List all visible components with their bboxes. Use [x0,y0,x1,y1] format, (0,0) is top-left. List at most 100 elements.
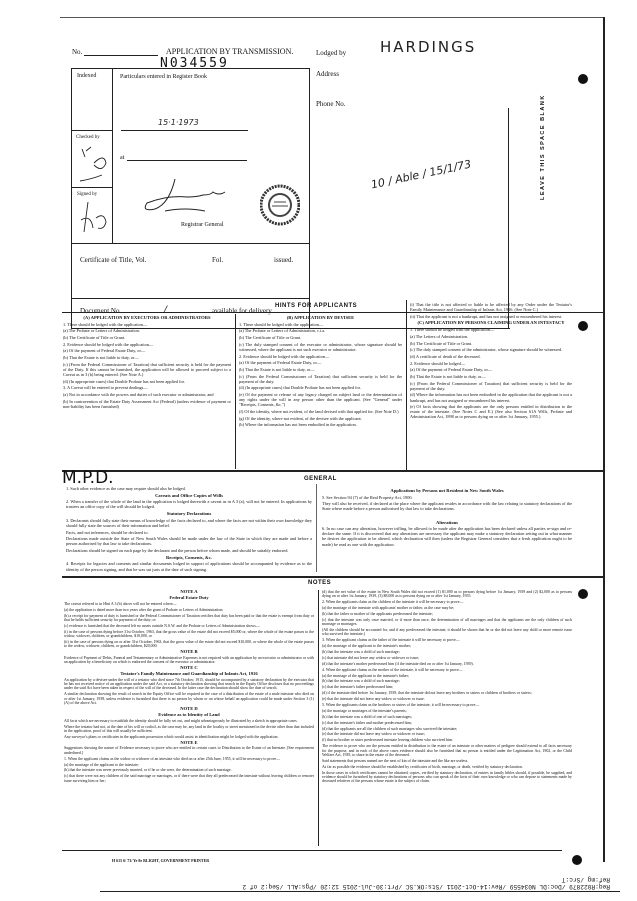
registrar-seal [260,184,300,226]
document-no-value: / [164,305,168,315]
at-line [127,160,247,161]
checked-by-label: Checked by [76,135,100,140]
general-right: Applications by Persons not Resident in … [322,488,572,574]
notes-right: (d) that the net value of the estate in … [322,590,572,846]
paragraph: (a) Of the payment of Federal Estate Dut… [410,367,493,373]
registrar-signature [144,178,226,212]
paragraph: (e) that the intestate did not leave any… [322,697,425,702]
paragraph: (a) the marriage or marriages of the int… [322,708,407,713]
paragraph: Caveats and Office Copies of Wills [155,492,223,498]
general-left: 1. Such other evidence as the case may r… [66,486,312,574]
paragraph: (d) (In appropriate cases) that Double P… [239,385,361,391]
paragraph: (d) Where the information has not been e… [410,392,572,403]
hints-title: HINTS FOR APPLICANTS [275,303,358,309]
registrar-label: Registrar General [181,222,224,228]
divider [71,187,112,188]
paragraph: NOTE B [180,649,198,655]
paragraph: Suggestions showing the nature of Eviden… [64,746,314,755]
paragraph: (c) that there were not any children of … [64,774,314,783]
paragraph: 5. See Section 94 (7) of the Real Proper… [322,494,413,500]
footer-line-2: Ref:mg /Src:T [561,876,610,883]
paragraph: (c) that the intestate was only once mar… [322,617,572,627]
paragraph: 1. Such other evidence as the case may r… [66,486,186,491]
punch-hole [578,589,588,599]
checked-signature [79,146,107,182]
paragraph: (a) The Letters of Administration. [410,333,469,339]
paragraph: 3. Declarants should fully state their m… [66,517,312,528]
paragraph: The caveat referred to in Hint A 3 (b) a… [64,601,177,606]
punch-hole [572,855,582,865]
paragraph: Declarations should be signed on each pa… [66,548,289,554]
paragraph: Where the testator had not, at the date … [64,724,314,733]
no-label: No. [72,48,83,56]
paragraph: (b) that the father or mother of the app… [322,611,433,616]
available-label: available for delivery. [212,307,274,315]
punch-hole [578,74,588,84]
paragraph: (b) that the intestate was a child of on… [322,714,412,719]
divider [406,300,407,470]
no-line [84,55,158,56]
paragraph: (ii) in the case of persons dying on or … [64,639,314,649]
paragraph: (c) that intestate did not leave any wid… [322,655,420,660]
paragraph: 1. When the applicant claims as the wido… [64,756,281,761]
paragraph: 2. Evidence should be lodged with the ap… [239,353,330,359]
paragraph: (i) in the case of persons dying before … [64,629,314,638]
paragraph: 1. There should be lodged with the appli… [239,321,324,327]
paragraph: (e) that the intestate did not leave any… [322,732,425,737]
paragraph: Applications by Persons not Resident in … [390,488,504,493]
lodged-by-label: Lodged by [316,49,347,57]
paragraph: Facts, and not inferences, should be dec… [66,529,149,535]
paragraph: 2. When a transfer of the whole of the l… [66,499,312,510]
paragraph: (c) (From the Federal Commissioner of Ta… [239,373,402,384]
paragraph: Receipts, Consents, &c. [165,554,213,560]
document-number: N034559 [160,56,229,71]
mpd-stamp: M.P.D. [62,468,114,488]
divider [316,484,317,572]
paragraph: The evidence to prove who are the person… [322,744,572,757]
paragraph: 6. In no case can any alteration, howeve… [322,526,572,547]
entry-date: 15·1·1973 [158,118,199,127]
paragraph: As far as possible the evidence should b… [322,764,523,769]
divider [112,68,113,243]
paragraph: 4. Receipts for legacies and consents an… [66,561,312,572]
paragraph: (e) Of the payment or release of any leg… [239,392,402,408]
notes-rule [62,576,603,578]
paragraph: (b) The Certificate of Title or Grant. [410,340,473,346]
paragraph: (h) Where the information has not been e… [239,422,357,428]
paragraph: (g) Of the identity, where not evident, … [239,415,362,421]
paragraph: (C) APPLICATION BY PERSONS CLAIMING UNDE… [417,320,565,326]
paragraph: (a) the marriage of the applicant to the… [322,644,411,649]
top-edge [60,17,603,18]
paragraph: (a) the marriage of the applicant to the… [322,673,410,678]
paragraph: (b) The Certificate of Title or Grant. [63,335,126,341]
paragraph: A similar declaration showing the result… [64,692,314,705]
paragraph: They will also be received, if declared … [322,501,572,512]
paragraph: (b) that the intestate was a child of su… [322,679,400,684]
divider [71,243,310,245]
paragraph: (f) that no brother or sister predecease… [322,738,454,743]
margin-note: 10 / Able / 15/1/73 [369,157,473,192]
punch-hole [578,321,588,331]
fol-label: Fol. [212,256,224,264]
paragraph: Federal Estate Duty [169,594,209,600]
paragraph: (b) That the Estate is not liable to dut… [63,355,139,361]
paragraph: (i) That the title is not affected or li… [410,302,572,313]
at-label: at [120,155,125,161]
bottom-rule [62,850,562,852]
divider [71,298,310,300]
paragraph: Alterations [436,519,458,525]
paragraph: (d) that the net value of the estate in … [322,590,572,599]
hints-rule [62,312,603,314]
registration-box [71,68,310,329]
document-no-label: Document No. [80,307,122,315]
paragraph: (ii) That the applicant is not a bankrup… [410,313,563,319]
paragraph: (c) (From the Federal Commissioner of Ta… [410,380,572,391]
paragraph: (f) Of the identity, where not evident, … [239,408,399,414]
blank-space-line [508,108,509,329]
paragraph: Testator's Family Maintenance and Guardi… [120,670,258,676]
paragraph: NOTE A [180,590,198,594]
paragraph: Evidence as to Identity of Land [158,711,220,717]
form-title: APPLICATION BY TRANSMISSION. [166,47,294,56]
paragraph: Declarations made outside the State of N… [66,536,312,547]
paragraph: Statutory Declarations [166,511,212,517]
